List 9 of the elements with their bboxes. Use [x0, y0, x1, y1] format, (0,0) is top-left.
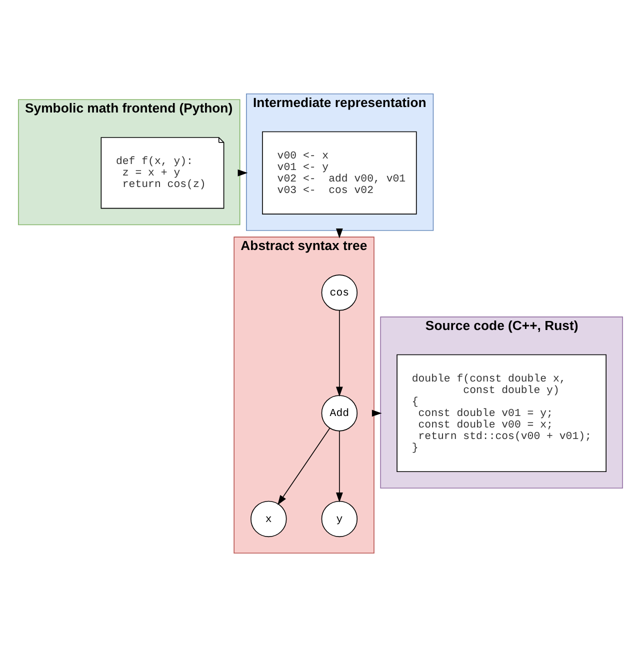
node-box: v00 <- x v01 <- y v02 <- add v00, v01 v03 <- cos v02: [262, 130, 417, 214]
arrow: [336, 310, 343, 396]
arrow: [336, 430, 343, 502]
node-circle: cos: [321, 274, 358, 310]
node-circle: x: [250, 500, 287, 537]
node-circle: Add: [321, 394, 358, 431]
arrow: [278, 427, 330, 505]
node-circle: y: [321, 500, 358, 537]
node-box: double f(const double x, const double y) { const double v01 = y; const double v00 = x; return std::cos(v00 + v01); }: [396, 354, 606, 472]
